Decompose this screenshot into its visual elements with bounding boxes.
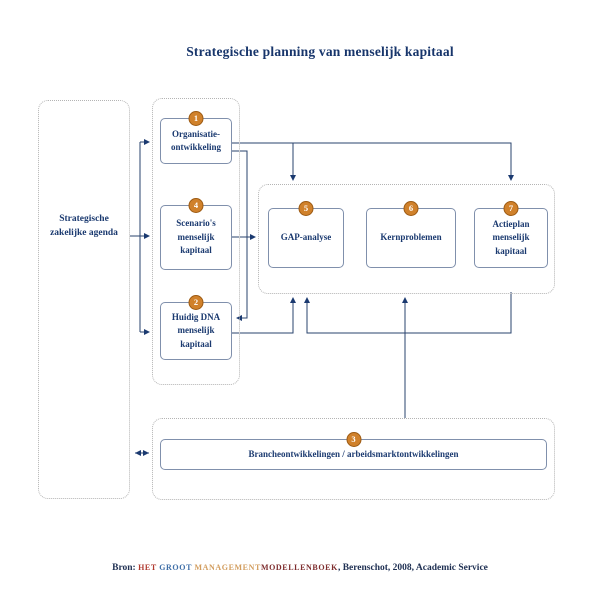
page-title: Strategische planning van menselijk kapi… bbox=[186, 44, 454, 59]
step-3-badge: 3 bbox=[346, 432, 361, 447]
step-7-badge: 7 bbox=[503, 201, 519, 216]
source-caption-management: MANAGEMENT bbox=[194, 563, 261, 572]
step-4-badge: 4 bbox=[188, 198, 204, 213]
market-group-container bbox=[152, 418, 555, 500]
source-caption-rest: , Berenschot, 2008, Academic Service bbox=[337, 563, 488, 573]
node-brancheontwikkelingen: 3 Brancheontwikkelingen / arbeidsmarkton… bbox=[160, 432, 547, 470]
arrow-actieplan-loop bbox=[304, 292, 512, 334]
step-5-badge: 5 bbox=[298, 201, 314, 216]
source-caption-het: HET bbox=[138, 563, 160, 572]
node-scenarios-label: Scenario's menselijk kapitaal bbox=[176, 218, 216, 256]
node-gap-analyse: 5 GAP-analyse bbox=[268, 201, 344, 268]
arrow-agenda-trunk bbox=[130, 142, 141, 332]
agenda-label: Strategische zakelijke agenda bbox=[50, 214, 118, 239]
arrow-organisatie-to-group-right bbox=[230, 142, 514, 181]
node-huidig-dna-menselijk-kapitaal: 2 Huidig DNA menselijk kapitaal bbox=[160, 295, 232, 360]
node-gap-label: GAP-analyse bbox=[280, 232, 332, 243]
node-organisatieontwikkeling: 1 Organisatie-ontwikkeling bbox=[160, 111, 232, 164]
source-caption: Bron: HET GROOT MANAGEMENTMODELLENBOEK, … bbox=[0, 563, 600, 573]
node-scenarios-menselijk-kapitaal: 4 Scenario's menselijk kapitaal bbox=[160, 198, 232, 270]
step-1-badge: 1 bbox=[188, 111, 204, 126]
node-brancheontwikkelingen-label: Brancheontwikkelingen / arbeidsmarktontw… bbox=[248, 448, 459, 459]
node-kernproblemen: 6 Kernproblemen bbox=[366, 201, 456, 268]
node-kernproblemen-label: Kernproblemen bbox=[380, 232, 442, 243]
node-actieplan-label: Actieplan menselijk kapitaal bbox=[492, 218, 530, 256]
hr-column-container bbox=[152, 98, 240, 385]
source-caption-bron: Bron: bbox=[112, 563, 139, 573]
source-caption-groot: GROOT bbox=[159, 563, 195, 572]
agenda-container: Strategische zakelijke agenda bbox=[38, 100, 130, 499]
node-actieplan-menselijk-kapitaal: 7 Actieplan menselijk kapitaal bbox=[474, 201, 548, 268]
step-2-badge: 2 bbox=[188, 295, 204, 310]
node-organisatieontwikkeling-label: Organisatie-ontwikkeling bbox=[170, 128, 221, 153]
step-6-badge: 6 bbox=[403, 201, 419, 216]
node-huidig-label: Huidig DNA menselijk kapitaal bbox=[171, 311, 221, 349]
analysis-group-container bbox=[258, 184, 555, 294]
source-caption-modellenboek: MODELLENBOEK bbox=[260, 563, 338, 572]
